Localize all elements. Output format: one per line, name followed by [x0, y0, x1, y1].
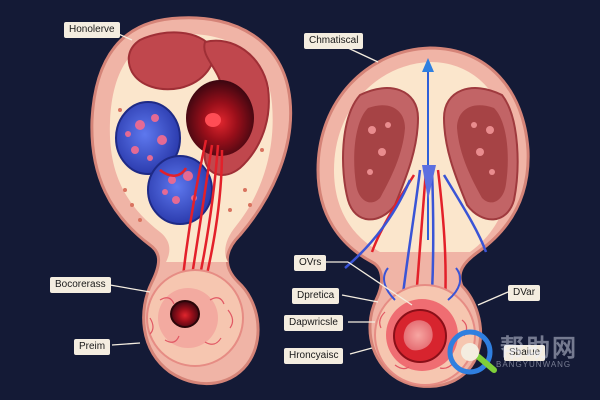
label-hroncyaisc: Hroncyaisc — [284, 348, 344, 364]
right-heart-shape — [403, 320, 433, 351]
label-bocorerass: Bocorerass — [50, 277, 111, 293]
left-bottom-node — [170, 300, 200, 328]
label-dvar: DVar — [508, 285, 541, 301]
left-organ — [90, 16, 293, 386]
label-honolerve: Honolerve — [64, 22, 120, 38]
right-organ — [316, 46, 530, 388]
up-arrow-icon — [422, 58, 434, 72]
label-ovrs: OVrs — [294, 255, 327, 271]
left-upper-lobe-a — [127, 31, 215, 91]
watermark-cn-text: 帮助网 — [500, 335, 578, 362]
label-preim: Preim — [74, 339, 111, 355]
label-dapwricsle: Dapwricsle — [284, 315, 343, 331]
watermark-logo-icon — [447, 329, 497, 375]
label-chmatiscal: Chmatiscal — [304, 33, 364, 49]
label-dpretica: Dpretica — [292, 288, 340, 304]
watermark-en-text: BANGYUNWANG — [496, 360, 572, 369]
left-blue-lobe-upper — [115, 101, 181, 175]
label-sbaiue: Sbaiue — [504, 345, 546, 361]
